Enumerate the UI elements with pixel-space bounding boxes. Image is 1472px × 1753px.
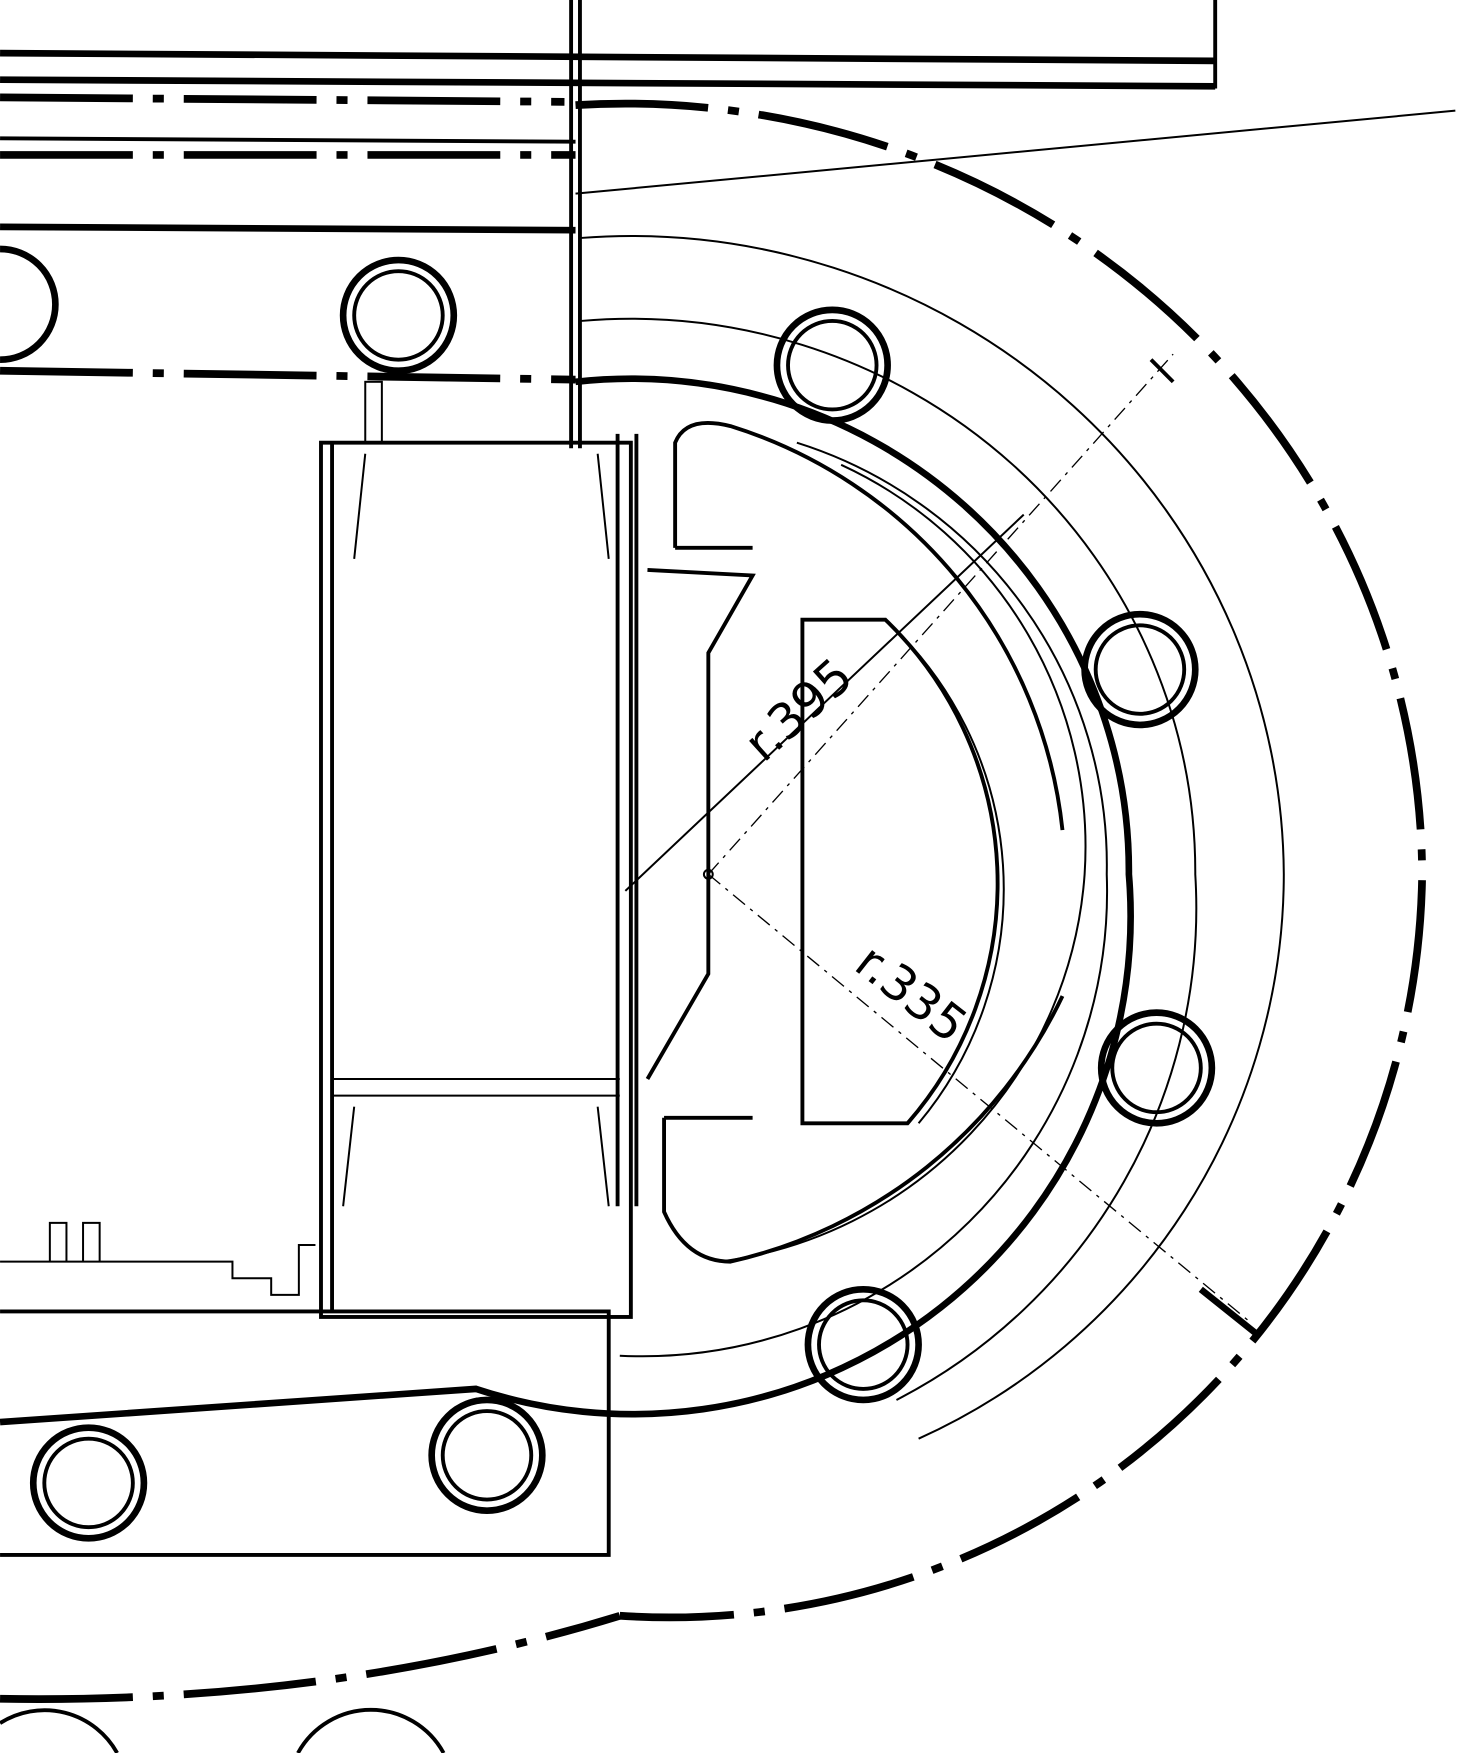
bolt-hole xyxy=(339,256,458,375)
bolt-hole xyxy=(1081,610,1199,729)
bolt-hole xyxy=(804,1285,922,1404)
bolt-hole xyxy=(1097,1009,1216,1127)
dimension-label-r335: r.335 xyxy=(845,934,977,1054)
bolt-hole xyxy=(428,1396,546,1514)
bolt-hole xyxy=(773,306,891,424)
bolt-hole-partial xyxy=(0,1707,446,1753)
central-frame xyxy=(0,380,639,1557)
bolt-hole xyxy=(29,1424,148,1542)
flange-arcs xyxy=(0,99,1427,1703)
top-frame-lines xyxy=(0,0,1456,449)
openings xyxy=(645,421,1065,1264)
bolt-holes xyxy=(0,245,1216,1753)
dimension-lines: r.395 r.335 xyxy=(624,353,1252,1324)
bolt-hole xyxy=(0,245,59,363)
dimension-label-r395: r.395 xyxy=(734,648,864,773)
